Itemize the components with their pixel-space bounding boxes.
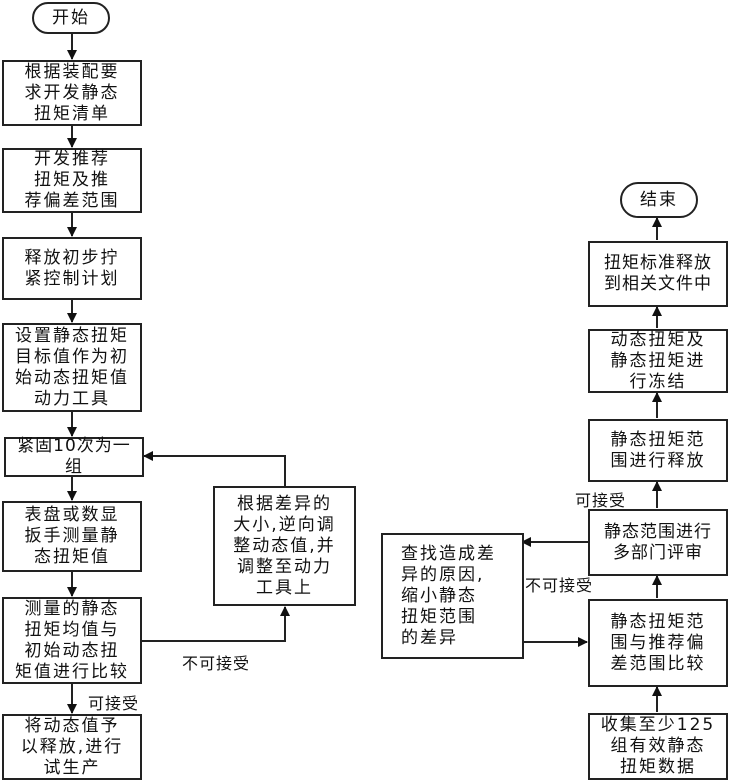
arrow-step7-to-adjust: [142, 606, 290, 642]
label-right-reject: 不可接受: [525, 576, 594, 595]
step-release-static-range: 静态扭矩范 围进行释放: [588, 419, 728, 482]
step-set-static-target: 设置静态扭矩 目标值作为初 始动态扭矩值 动力工具: [2, 323, 142, 412]
step-tighten-10-times: 紧固10次为一组: [4, 436, 144, 477]
arrow-adjust-to-step5: [143, 451, 286, 486]
step-find-root-cause: 查找造成差 异的原因, 缩小静态 扭矩范围 的差异: [381, 533, 524, 659]
step-release-dynamic-value: 将动态值予 以释放,进行 试生产: [2, 714, 142, 780]
start-terminal: 开始: [32, 2, 110, 34]
label-right-accept: 可接受: [575, 491, 627, 510]
step-develop-static-torque-list: 根据装配要 求开发静态 扭矩清单: [2, 60, 142, 126]
step-multi-dept-review: 静态范围进行 多部门评审: [588, 509, 728, 576]
step-compare-mean: 测量的静态 扭矩均值与 初始动态扭 矩值进行比较: [2, 597, 142, 684]
step-compare-static-range: 静态扭矩范 围与推荐偏 差范围比较: [588, 599, 728, 687]
step-collect-static-data: 收集至少125 组有效静态 扭矩数据: [588, 713, 728, 780]
label-left-reject: 不可接受: [182, 654, 251, 673]
step-freeze-torque: 动态扭矩及 静态扭矩进 行冻结: [588, 329, 728, 393]
label-left-accept: 可接受: [88, 694, 140, 713]
step-release-preliminary-plan: 释放初步拧 紧控制计划: [2, 237, 142, 300]
end-terminal: 结束: [620, 182, 698, 218]
step-measure-static-torque: 表盘或数显 扳手测量静 态扭矩值: [2, 501, 142, 572]
step-develop-recommended-torque: 开发推荐 扭矩及推 荐偏差范围: [2, 148, 142, 213]
step-adjust-dynamic-value: 根据差异的 大小,逆向调 整动态值,并 调整至动力 工具上: [213, 486, 356, 606]
step-publish-torque-standard: 扭矩标准释放 到相关文件中: [588, 241, 728, 307]
